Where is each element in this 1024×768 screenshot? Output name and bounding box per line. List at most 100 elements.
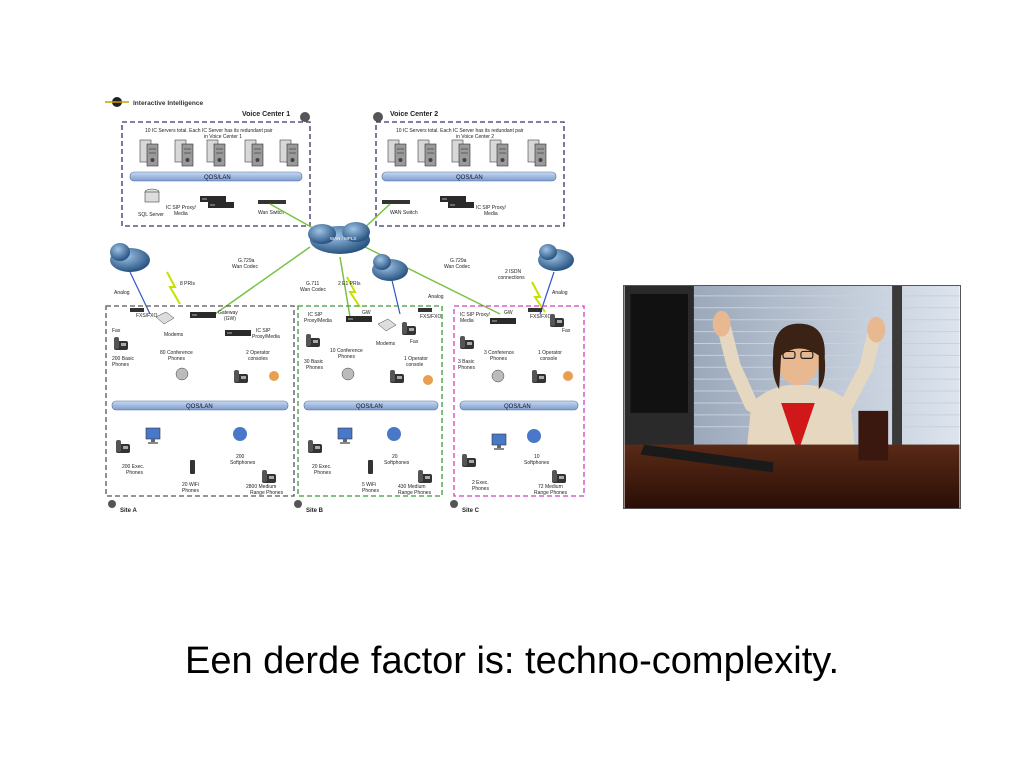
site-a-gateway-icon: [190, 312, 216, 318]
site-c-medium-1: 72 Medium: [538, 484, 563, 490]
interactive-intelligence-logo: Interactive Intelligence: [105, 97, 203, 107]
exec-phone-icon: [462, 454, 476, 467]
codec-mid-2: Wan Codec: [300, 287, 326, 293]
phone-icon: [294, 500, 302, 508]
chair: [858, 410, 889, 461]
modem-icon: [155, 311, 175, 325]
site-b: Site B IC SIP Proxy/Media GW FXS/FXO Mod…: [294, 305, 443, 514]
vc1-wan-switch-icon: [258, 200, 286, 204]
vc2-lan-bar: [381, 171, 557, 182]
site-c-operator-2: console: [540, 356, 557, 362]
vc2-proxy-label2: Media: [484, 211, 498, 217]
site-a: Site A FXS/FXO Fax Modems Gateway (GW) I…: [105, 305, 295, 514]
vc2-note-line2: in Voice Center 2: [456, 134, 494, 140]
pc-icon: [337, 427, 353, 445]
codec-mid-1: G.711: [306, 281, 319, 287]
site-b-gw: GW: [362, 310, 371, 316]
site-c-fax: Fax: [562, 328, 571, 334]
site-b-fax: Fax: [410, 339, 419, 345]
softphone-icon: [527, 429, 541, 443]
site-b-exec-1: 20 Exec.: [312, 464, 331, 470]
logo-text: Interactive Intelligence: [133, 100, 203, 107]
site-a-wifi-2: Phones: [182, 488, 199, 494]
vc1-proxy-label1: IC SIP Proxy/: [166, 205, 197, 211]
site-c-lan-label: QOS/LAN: [504, 404, 531, 410]
pstn-cloud-right: [538, 244, 574, 271]
basic-phone-icon: [460, 336, 474, 349]
isdn-label-2: connections: [498, 275, 525, 281]
pstn-cloud-mid: [372, 254, 408, 281]
vc2-wan-switch-label: WAN Switch: [390, 210, 418, 216]
medium-phone-icon: [262, 470, 276, 483]
operator-console-icon: [532, 370, 546, 383]
site-a-gateway-1: Gateway: [218, 310, 238, 316]
medium-phone-icon: [418, 470, 432, 483]
vc2-note-line1: 10 IC Servers total. Each IC Server has …: [396, 128, 524, 134]
sql-server-label: SQL Server: [138, 212, 164, 218]
site-a-modems: Modems: [164, 332, 184, 338]
wan-links: [129, 203, 555, 318]
site-b-modems: Modems: [376, 341, 396, 347]
site-a-gateway-2: (GW): [224, 316, 236, 322]
site-b-lan-label: QOS/LAN: [356, 404, 383, 410]
site-b-exec-2: Phones: [314, 470, 331, 476]
analog-b-label: Analog: [428, 294, 444, 300]
fax-icon: [402, 322, 416, 335]
vc1-note-line1: 10 IC Servers total. Each IC Server has …: [145, 128, 273, 134]
site-c-soft-1: 10: [534, 454, 540, 460]
site-a-wifi-1: 20 WiFi: [182, 482, 199, 488]
site-a-proxy-2: Proxy/Media: [252, 334, 280, 340]
softphone-icon: [233, 427, 247, 441]
keyboard: [640, 444, 774, 473]
voice-center-2-title: Voice Center 2: [390, 111, 438, 118]
site-c-fxs: FXS/FXO: [530, 314, 552, 320]
site-c: Site C IC SIP Proxy/ Media GW FXS/FXO Fa…: [450, 305, 585, 514]
site-a-conf-2: Phones: [168, 356, 185, 362]
exec-phone-icon: [116, 440, 130, 453]
site-c-gw: GW: [504, 310, 513, 316]
site-c-gw-icon: [490, 318, 516, 324]
site-c-name: Site C: [462, 508, 480, 514]
site-a-operator-2: consoles: [248, 356, 268, 362]
voice-center-2: Voice Center 2 10 IC Servers total. Each…: [373, 111, 565, 227]
wan-cloud: WAN / MPLS: [308, 222, 370, 254]
headset-icon: [300, 112, 310, 122]
pc-icon: [145, 427, 161, 445]
site-a-exec-2: Phones: [126, 470, 143, 476]
site-a-operator-1: 2 Operator: [246, 350, 270, 356]
site-a-soft-2: Softphones: [230, 460, 256, 466]
site-a-fxs-icon: [130, 308, 144, 312]
e1-pri-label: 2 E1 PRIs: [338, 281, 361, 287]
site-b-operator-2: console: [406, 362, 423, 368]
site-b-lan-bar: [303, 400, 439, 411]
site-b-conf-2: Phones: [338, 354, 355, 360]
site-b-wifi-1: 5 WiFi: [362, 482, 376, 488]
analog-c-label: Analog: [552, 290, 568, 296]
site-b-proxy-1: IC SIP: [308, 312, 323, 318]
softphone-icon: [387, 427, 401, 441]
vc1-server-group: [139, 139, 299, 167]
sql-server-icon: [144, 188, 160, 203]
site-b-medium-2: Range Phones: [398, 490, 432, 496]
pri-8-label: 8 PRIs: [180, 281, 196, 287]
site-b-wifi-2: Phones: [362, 488, 379, 494]
site-b-soft-1: 20: [392, 454, 398, 460]
site-c-basic-1: 3 Basic: [458, 359, 475, 365]
vc2-wan-switch-icon: [382, 200, 410, 204]
site-a-medium-2: Range Phones: [250, 490, 284, 496]
site-b-conf-1: 10 Conference: [330, 348, 363, 354]
site-b-gw-icon: [346, 316, 372, 322]
site-b-proxy-2: Proxy/Media: [304, 318, 332, 324]
vc2-lan-label: QOS/LAN: [456, 175, 483, 181]
basic-phone-icon: [306, 334, 320, 347]
slide-caption: Een derde factor is: techno-complexity.: [184, 640, 840, 682]
isdn-label-1: 2 ISDN: [505, 269, 522, 275]
vc1-wan-switch-label: Wan Switch: [258, 210, 284, 216]
site-b-fxs: FXS/FXO: [420, 314, 442, 320]
site-c-operator-1: 1 Operator: [538, 350, 562, 356]
phone-icon: [450, 500, 458, 508]
site-a-conf-1: 80 Conference: [160, 350, 193, 356]
exec-phone-icon: [308, 440, 322, 453]
site-c-conf-1: 3 Conference: [484, 350, 514, 356]
site-c-lan-bar: [459, 400, 579, 411]
